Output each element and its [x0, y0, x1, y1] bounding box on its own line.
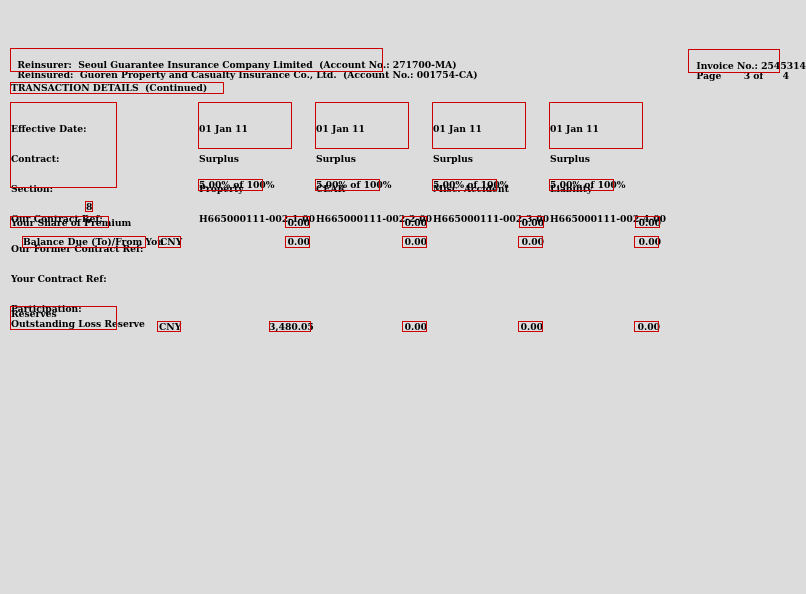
col1-contract: Surplus: [199, 154, 239, 165]
page-total: 4: [782, 71, 789, 82]
reinsured-value: Guoren Property and Casualty Insurance C…: [79, 70, 478, 81]
col4-participation: 5.00% of 100%: [550, 180, 626, 191]
reserves-label: Outstanding Loss Reserve: [11, 319, 145, 330]
col1-participation: 5.00% of 100%: [199, 180, 275, 191]
column-3-details: 01 Jan 11 Surplus Misc. Accident H665000…: [433, 105, 549, 235]
reinsurer-value: Seoul Guarantee Insurance Company Limite…: [78, 60, 457, 71]
invoice-label: Invoice No.:: [696, 61, 758, 72]
premium-col2: 0.00: [404, 218, 427, 229]
col4-section: Liability: [550, 184, 593, 195]
col1-date: 01 Jan 11: [199, 124, 248, 135]
invoice-line: Invoice No.: 2545314: [690, 52, 806, 72]
invoice-number: 2545314: [761, 61, 806, 72]
col4-contract: Surplus: [550, 154, 590, 165]
page-line: Page 3 of 4: [690, 62, 789, 82]
reinsured-label: Reinsured:: [17, 70, 74, 81]
reserves-col2: 0.00: [404, 322, 427, 333]
label-participation: Participation:: [11, 304, 82, 315]
col3-date: 01 Jan 11: [433, 124, 482, 135]
reserves-col4: 0.00: [637, 322, 660, 333]
reinsurer-line: Reinsurer: Seoul Guarantee Insurance Com…: [11, 51, 457, 71]
col2-contract: Surplus: [316, 154, 356, 165]
col1-section: Property: [199, 184, 244, 195]
balance-label: Balance Due (To)/From You: [23, 237, 164, 248]
col1-ref: H665000111-002-1-00: [199, 214, 316, 225]
reinsured-line: Reinsured: Guoren Property and Casualty …: [11, 61, 478, 81]
premium-label: Your Share of Premium: [11, 218, 132, 229]
column-2-details: 01 Jan 11 Surplus CEAR H665000111-002-2-…: [316, 105, 432, 235]
premium-col1: 0.00: [287, 218, 310, 229]
label-our-former-contract-ref: Our Former Contract Ref:: [11, 244, 144, 255]
col2-ref: H665000111-002-2-00: [316, 214, 433, 225]
balance-col3: 0.00: [521, 237, 544, 248]
label-section: Section:: [11, 184, 54, 195]
column-1-details: 01 Jan 11 Surplus Property H665000111-00…: [199, 105, 315, 235]
col2-participation: 5.00% of 100%: [316, 180, 392, 191]
balance-col2: 0.00: [404, 237, 427, 248]
col3-ref: H665000111-002-3-00: [433, 214, 550, 225]
premium-col3: 0.00: [521, 218, 544, 229]
marker-number: 8: [86, 202, 93, 213]
page-label: Page: [696, 71, 722, 82]
reserves-heading: Reserves: [11, 309, 57, 320]
label-your-contract-ref: Your Contract Ref:: [11, 274, 107, 285]
column-4-details: 01 Jan 11 Surplus Liability H665000111-0…: [550, 105, 666, 235]
balance-col4: 0.00: [638, 237, 661, 248]
label-our-contract-ref: Our Contract Ref:: [11, 214, 103, 225]
reserves-col3: 0.00: [520, 322, 543, 333]
col3-participation: 5.00% of 100%: [433, 180, 509, 191]
page-of: of: [753, 71, 764, 82]
section-title: TRANSACTION DETAILS (Continued): [11, 83, 208, 94]
label-contract: Contract:: [11, 154, 60, 165]
reserves-col1: 3,480.05: [269, 322, 314, 333]
reinsurer-label: Reinsurer:: [17, 60, 72, 71]
premium-col4: 0.00: [638, 218, 661, 229]
detail-labels: Effective Date: Contract: Section: Our C…: [11, 105, 143, 325]
col3-section: Misc. Accident: [433, 184, 509, 195]
reserves-currency: CNY: [159, 322, 182, 333]
col3-contract: Surplus: [433, 154, 473, 165]
col2-date: 01 Jan 11: [316, 124, 365, 135]
label-effective-date: Effective Date:: [11, 124, 87, 135]
balance-col1: 0.00: [287, 237, 310, 248]
page-number: 3: [743, 71, 751, 82]
balance-currency: CNY: [160, 237, 183, 248]
col4-ref: H665000111-002-4-00: [550, 214, 667, 225]
col4-date: 01 Jan 11: [550, 124, 599, 135]
col2-section: CEAR: [316, 184, 346, 195]
